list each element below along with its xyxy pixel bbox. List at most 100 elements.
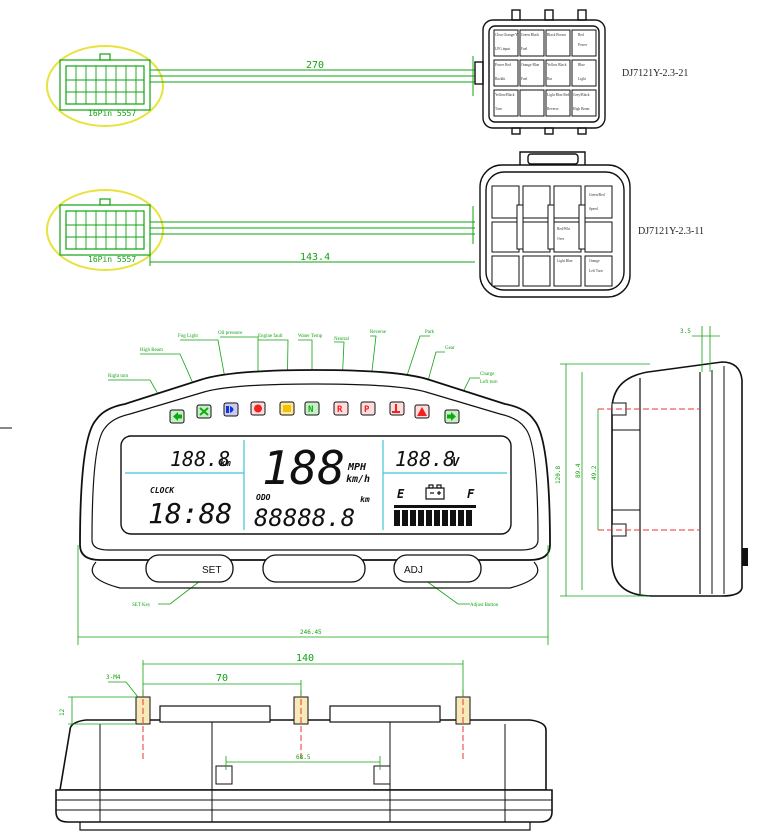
lcd-voltage-value: 188.8: [395, 447, 455, 471]
top-plug-label: 16Pin 5557: [88, 109, 136, 118]
svg-text:Adjust Button: Adjust Button: [470, 603, 499, 608]
set-button-label: SET: [202, 565, 221, 576]
battery-icon: [425, 484, 445, 500]
top-dimension-270: 270: [306, 60, 324, 71]
bottom-dim-inner: 68.5: [296, 754, 311, 761]
high-beam-indicator: [223, 402, 239, 417]
svg-text:Black Brown: Black Brown: [547, 33, 566, 37]
svg-text:Blue: Blue: [578, 63, 585, 67]
lcd-panel: [120, 435, 512, 535]
adj-button[interactable]: ADJ: [393, 554, 482, 583]
lcd-segments: 188.8 km 188 MPH km/h 188.8 V CLOCK 18:8…: [148, 441, 475, 532]
dashboard-side-view: 3.5 120.8 89.4 49.2: [555, 326, 748, 597]
lcd-voltage-unit: V: [452, 455, 460, 469]
adj-button-label: ADJ: [404, 565, 423, 576]
bottom-plug-label: 16Pin 5557: [88, 255, 136, 264]
lcd-odo-unit: km: [360, 495, 370, 504]
dashboard-bottom-view: 140 70 3-M4 12 68.5: [55, 653, 553, 831]
lcd-trip-unit: km: [220, 459, 231, 469]
bottom-housing-grid: [491, 185, 613, 287]
svg-text:LPG input: LPG input: [495, 47, 510, 51]
oil-pressure-indicator: [250, 401, 266, 416]
front-width-value: 246.45: [300, 629, 322, 636]
hazard-indicator: [414, 404, 430, 419]
svg-text:Neutral: Neutral: [334, 337, 350, 342]
left-turn-indicator: [169, 409, 185, 424]
bottom-dim-half: 70: [216, 673, 228, 684]
bottom-dim-pin: 3-M4: [106, 674, 121, 681]
bottom-dim-total: 140: [296, 653, 314, 664]
svg-text:Green/Red: Green/Red: [589, 193, 605, 197]
bottom-dimension-lines: [68, 660, 464, 770]
svg-text:Green Black: Green Black: [521, 33, 539, 37]
side-dim-top: 3.5: [680, 328, 691, 335]
svg-text:Light Blue Red: Light Blue Red: [547, 93, 569, 97]
svg-text:Left turn: Left turn: [480, 380, 498, 385]
lcd-fuel-full: F: [467, 487, 475, 501]
bottom-body: [59, 719, 547, 791]
lcd-speed-unit-kmh: km/h: [346, 474, 370, 485]
engine-fault-indicator: [279, 401, 295, 416]
water-temp-indicator: [389, 401, 405, 416]
top-wires: [150, 69, 475, 83]
lcd-odo-value: 88888.8: [254, 504, 355, 532]
svg-text:Power Red: Power Red: [495, 63, 511, 67]
svg-text:Backlit: Backlit: [495, 77, 505, 81]
bottom-cell-labels: Green/Red Speed Red/Wht Over Light Blue …: [557, 193, 605, 273]
fog-light-indicator: [196, 404, 212, 419]
top-housing: [474, 9, 606, 135]
center-window: [262, 554, 366, 583]
top-plug-body: [59, 53, 151, 111]
svg-text:Gear: Gear: [445, 346, 455, 351]
svg-text:SET Key: SET Key: [132, 603, 151, 608]
top-cell-labels: Clear Orange/Y Green Black Black Brown R…: [495, 33, 590, 111]
svg-text:Fuel: Fuel: [521, 47, 527, 51]
lcd-trip-value: 188.8: [170, 447, 230, 471]
lcd-clock-label: CLOCK: [150, 486, 175, 495]
lcd-odo-label: ODO: [256, 493, 271, 502]
svg-text:Yellow Black: Yellow Black: [547, 63, 567, 67]
side-body: [611, 361, 743, 597]
top-housing-grid: [493, 29, 597, 117]
lcd-speed-unit-mph: MPH: [347, 462, 367, 473]
set-button[interactable]: SET: [145, 554, 234, 583]
front-bezel-lower: [91, 561, 539, 589]
svg-text:Red/Wht: Red/Wht: [557, 227, 570, 231]
bottom-plug-highlight: [46, 189, 164, 271]
svg-text:Red: Red: [578, 33, 584, 37]
callout-labels: Right turn High Beam Fog Light Oil press…: [108, 330, 499, 608]
svg-text:N: N: [308, 405, 313, 415]
svg-text:Fog Light: Fog Light: [178, 334, 198, 339]
reverse-indicator: R: [333, 401, 349, 416]
front-casing-inner: [91, 383, 539, 551]
bottom-dim-height: 12: [59, 708, 66, 716]
svg-text:Right turn: Right turn: [108, 374, 129, 379]
svg-text:Park: Park: [425, 330, 435, 335]
bottom-housing: [479, 151, 631, 298]
side-dimension-lines: [560, 326, 720, 597]
svg-text:Grey/Black: Grey/Black: [573, 93, 590, 97]
svg-text:Light: Light: [578, 77, 586, 81]
bottom-dimension-143: 143.4: [300, 252, 330, 263]
svg-text:High Beam: High Beam: [573, 107, 590, 111]
lcd-divider-lines: [125, 440, 507, 530]
park-indicator: P: [360, 401, 376, 416]
fuel-gauge-bars: [394, 505, 476, 526]
svg-text:Orange Blue: Orange Blue: [521, 63, 540, 67]
side-centerlines: [598, 408, 700, 531]
svg-text:Turn: Turn: [495, 107, 502, 111]
top-plug-highlight: [46, 45, 164, 127]
right-turn-indicator: [444, 409, 460, 424]
svg-text:Fuel: Fuel: [521, 77, 527, 81]
svg-text:R: R: [337, 405, 343, 415]
svg-text:Reverse: Reverse: [547, 107, 559, 111]
lcd-fuel-empty: E: [397, 487, 405, 501]
svg-text:Oil pressure: Oil pressure: [218, 331, 243, 336]
top-connector-assembly: 16Pin 5557 270 Clear Orange/Y Green Blac…: [46, 9, 688, 135]
bottom-plug-body: [59, 198, 151, 256]
top-part-number: DJ7121Y-2.3-21: [622, 68, 688, 79]
svg-text:Bat: Bat: [547, 77, 552, 81]
bottom-connector-assembly: 16Pin 5557 143.4 Green/Red Speed Red/Wht: [46, 151, 704, 298]
indicator-row: N R P: [169, 401, 460, 424]
svg-text:Over: Over: [557, 237, 565, 241]
